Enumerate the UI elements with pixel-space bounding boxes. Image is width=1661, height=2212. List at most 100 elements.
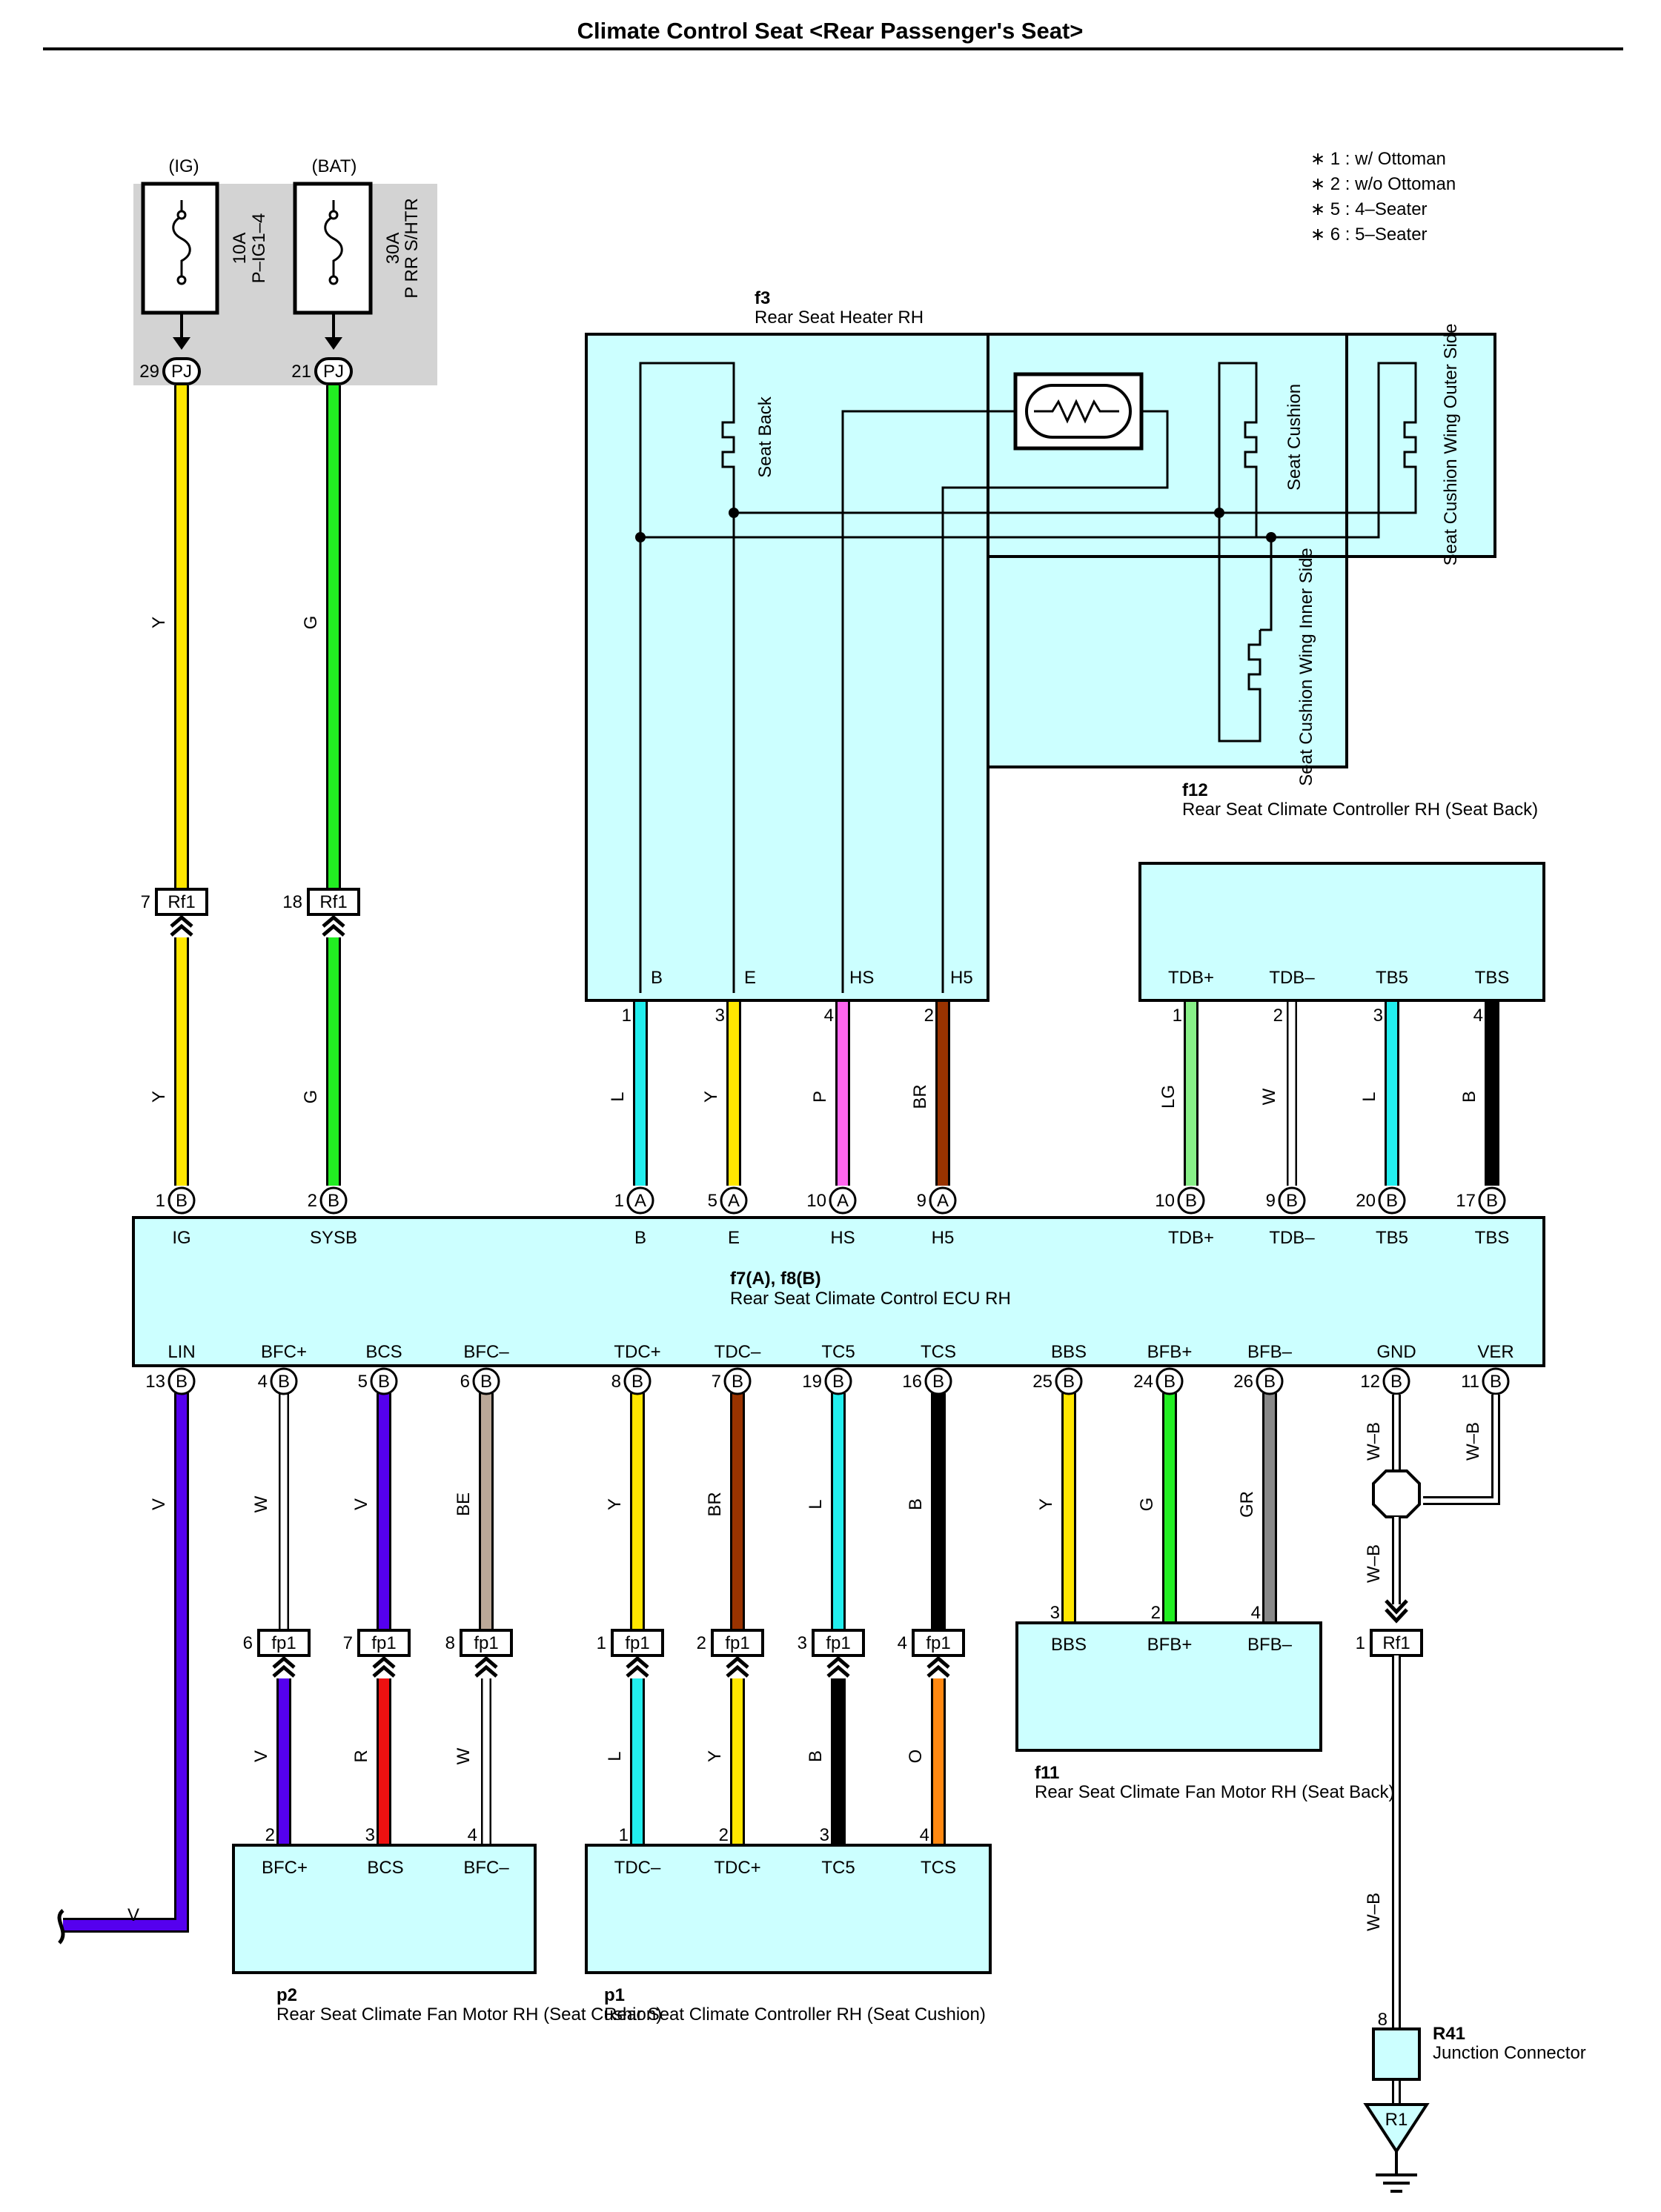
rf1-ig-pin: 7: [141, 892, 150, 912]
fp1-1-label: fp1: [371, 1633, 396, 1653]
f3-terminal-E: E: [744, 968, 756, 988]
f3-name: Rear Seat Heater RH: [755, 308, 924, 328]
fuse-ig-connector-label: PJ: [171, 362, 192, 382]
ecu-bottom-pin-11: [1382, 1367, 1410, 1395]
rf1-bat-mate-icon: [322, 914, 345, 937]
fuse-bat-dot-bottom: [328, 275, 339, 285]
fp1-5-label: fp1: [826, 1633, 850, 1653]
ecu-bottom-pin-2-pin: 5: [358, 1372, 368, 1392]
p2-terminal-bcs: BCS: [367, 1858, 403, 1878]
ecu-top-pin-1-pin: 2: [308, 1191, 317, 1211]
ecu-bottom-terminal-3: BFC–: [463, 1342, 509, 1362]
f3-pin-2: 4: [824, 1006, 834, 1026]
wire-fp1-lower-4-color: Y: [705, 1750, 725, 1762]
ecu-bottom-terminal-1: BFC+: [261, 1342, 307, 1362]
ecu-top-pin-3-letter: A: [728, 1191, 740, 1211]
ecu-top-terminal-1: SYSB: [310, 1228, 357, 1248]
rf1-ig-label: Rf1: [168, 892, 195, 912]
f3-rear-seat-heater: f3 Rear Seat Heater RH Seat Back Seat Cu…: [585, 288, 1496, 1002]
ecu-top-pin-1-letter: B: [328, 1191, 339, 1211]
p1-terminal-tdc-minus: TDC–: [614, 1858, 661, 1878]
ecu-bottom-pin-11-pin: 12: [1360, 1372, 1380, 1392]
f12-pin-0: 1: [1173, 1006, 1182, 1026]
ecu-top-pin-7: [1278, 1186, 1306, 1215]
wire-fp1-upper-3-color: Y: [605, 1498, 625, 1510]
ecu-bottom-pin-10-letter: B: [1264, 1372, 1276, 1392]
f12-name: Rear Seat Climate Controller RH (Seat Ba…: [1182, 800, 1538, 820]
wire-fp1-lower-0-color: V: [251, 1750, 271, 1762]
ecu-bottom-pin-1-pin: 4: [258, 1372, 268, 1392]
note-2: ∗ 2 : w/o Ottoman: [1310, 174, 1456, 194]
fuse-block: (IG) (BAT) 10A P–IG1–4 30A P RR S/HTR: [133, 156, 437, 385]
fp1-0-pin: 6: [243, 1633, 253, 1653]
wire-fp1-lower-2-color: W: [454, 1747, 474, 1764]
fp1-0: [257, 1629, 311, 1657]
wire-bat-lower-color: G: [301, 1090, 321, 1104]
f3-pin-1: 3: [715, 1006, 725, 1026]
ecu-bottom-pin-3-pin: 6: [460, 1372, 470, 1392]
fuse-bat-source: (BAT): [312, 156, 357, 176]
ecu-top-pin-0-pin: 1: [156, 1191, 165, 1211]
f11-terminal-bfb-minus: BFB–: [1247, 1635, 1293, 1655]
ecu-bottom-pin-5: [723, 1367, 752, 1395]
fuse-bat-arrow-icon: [325, 337, 342, 350]
rf1-ground: [1370, 1629, 1423, 1657]
ecu-bottom-pin-10-pin: 26: [1233, 1372, 1253, 1392]
p2-id: p2: [276, 1985, 297, 2005]
ecu-top-pin-5: [929, 1186, 957, 1215]
fuse-bat-connector-label: PJ: [323, 362, 344, 382]
ecu-top-pin-4-letter: A: [837, 1191, 849, 1211]
ecu-bottom-terminal-6: TC5: [821, 1342, 855, 1362]
r41-id: R41: [1433, 2024, 1465, 2044]
ecu-top-pin-8-pin: 20: [1356, 1191, 1376, 1211]
fuse-ig-connector: [162, 357, 201, 385]
p2-pin-1: 3: [365, 1825, 375, 1845]
wire-f3-H5-color: BR: [910, 1084, 930, 1109]
p1-id: p1: [604, 1985, 625, 2005]
ecu-bottom-terminal-4: TDC+: [614, 1342, 660, 1362]
ecu-bottom-pin-9-letter: B: [1164, 1372, 1176, 1392]
fuse-ig-pin: 29: [139, 362, 159, 382]
ecu-top-terminal-6: TDB+: [1168, 1228, 1214, 1248]
ecu-top-pin-4-pin: 10: [806, 1191, 826, 1211]
f11-pin-2: 4: [1251, 1603, 1261, 1623]
ecu-bottom-pin-7-pin: 16: [902, 1372, 922, 1392]
f12-body: [1138, 862, 1545, 1002]
fp1-4-label: fp1: [725, 1633, 749, 1653]
f3-pin-0: 1: [622, 1006, 631, 1026]
f12-pin-2: 3: [1373, 1006, 1383, 1026]
wire-lin: [63, 1393, 187, 1930]
lin-break-icon: [57, 1909, 65, 1944]
fuse-ig-icon: [172, 200, 191, 279]
ecu-top-terminal-3: E: [728, 1228, 740, 1248]
wire-fp1-upper-5-color: L: [806, 1499, 826, 1509]
wire-fp1-lower-3-color: L: [605, 1751, 625, 1761]
fuse-ig-name: P–IG1–4: [249, 213, 269, 284]
seat-inner-wing-heater-icon: [1247, 630, 1262, 704]
ecu-top-pin-2-pin: 1: [614, 1191, 624, 1211]
r41-name: Junction Connector: [1433, 2043, 1586, 2063]
ecu-top-terminal-8: TB5: [1376, 1228, 1408, 1248]
notes-legend: ∗ 1 : w/ Ottoman ∗ 2 : w/o Ottoman ∗ 5 :…: [1310, 149, 1456, 245]
ecu-top-pin-2-letter: A: [634, 1191, 646, 1211]
fp1-1-mate-icon: [372, 1655, 396, 1678]
ecu-top-terminal-2: B: [634, 1228, 646, 1248]
fp1-6-pin: 4: [898, 1633, 907, 1653]
p2-terminal-bfc-plus: BFC+: [262, 1858, 308, 1878]
fp1-3-mate-icon: [626, 1655, 649, 1678]
ecu-top-pin-9-pin: 17: [1456, 1191, 1476, 1211]
fp1-3-label: fp1: [625, 1633, 649, 1653]
ecu-top-pin-5-pin: 9: [917, 1191, 926, 1211]
p2-name: Rear Seat Climate Fan Motor RH (Seat Cus…: [276, 2005, 662, 2025]
p2-pin-0: 2: [265, 1825, 275, 1845]
wire-ver-outline: [1423, 1395, 1500, 1505]
ecu-top-terminal-9: TBS: [1475, 1228, 1510, 1248]
ecu-bottom-pin-2: [370, 1367, 398, 1395]
fuse-bat-dot-top: [328, 210, 339, 220]
ecu-body: [132, 1216, 1545, 1367]
ecu-top-pin-9: [1478, 1186, 1506, 1215]
ecu-rear-seat-climate: f7(A), f8(B) Rear Seat Climate Control E…: [132, 1216, 1545, 1367]
ecu-bottom-pin-8: [1055, 1367, 1083, 1395]
wire-fp1-upper-4-color: BR: [705, 1492, 725, 1516]
